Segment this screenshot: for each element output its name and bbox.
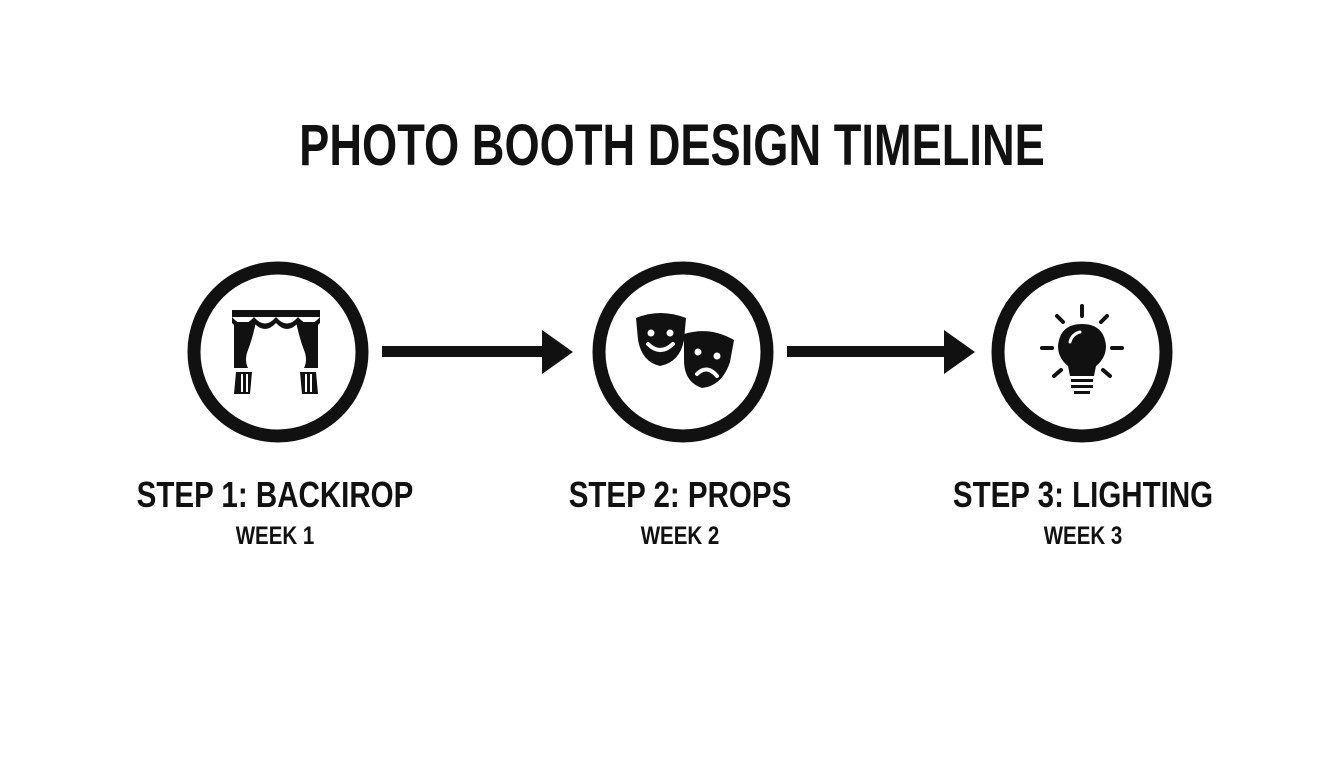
step-2-label: STEP 2: PROPS [568,474,792,515]
step-3-week: WEEK 3 [1043,522,1123,550]
lightbulb-icon [1040,304,1124,394]
step-1-week: WEEK 1 [235,522,315,550]
step-2-circle [592,261,774,443]
step-1-circle [187,261,369,443]
page-title: PHOTO BOOTH DESIGN TIMELINE [299,113,1045,178]
step-1-label: STEP 1: BACKIROP [136,474,414,515]
step-3-label: STEP 3: LIGHTING [952,474,1214,515]
step-2-week: WEEK 2 [640,522,720,550]
arrow-2 [787,330,975,374]
arrow-1 [382,330,573,374]
curtain-icon [232,310,320,394]
step-3-circle [991,261,1173,443]
theater-masks-icon [636,313,734,388]
